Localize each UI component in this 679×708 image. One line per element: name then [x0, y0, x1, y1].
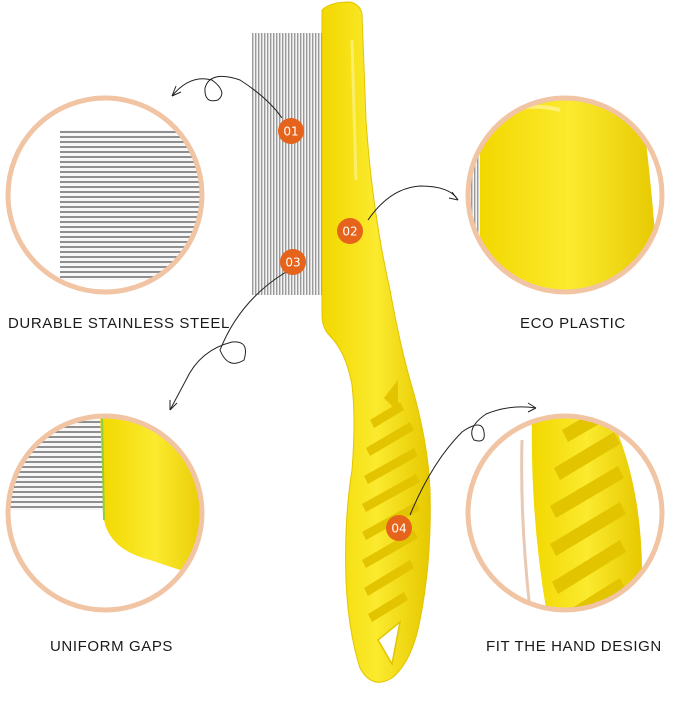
- hanging-hole-bottom: [377, 620, 402, 667]
- detail-circle-grip: [465, 413, 665, 613]
- badge-01: 01: [278, 118, 304, 144]
- badge-03: 03: [280, 249, 306, 275]
- detail-circle-steel: [5, 95, 205, 295]
- detail-circle-gaps: [5, 413, 205, 613]
- hanging-hole: [384, 380, 398, 412]
- comb-product: [252, 1, 431, 683]
- badge-02-label: 02: [342, 225, 357, 239]
- caption-durable-stainless-steel: DURABLE STAINLESS STEEL: [8, 315, 230, 332]
- badge-02: 02: [337, 218, 363, 244]
- badge-04-label: 04: [391, 522, 406, 536]
- caption-eco-plastic: ECO PLASTIC: [520, 315, 626, 332]
- badge-03-label: 03: [285, 256, 300, 270]
- connector-arrows: [169, 75, 537, 516]
- arrow-02: [367, 185, 459, 221]
- caption-fit-the-hand-design: FIT THE HAND DESIGN: [486, 638, 662, 655]
- caption-uniform-gaps: UNIFORM GAPS: [50, 638, 174, 655]
- arrow-01: [171, 75, 283, 119]
- badge-01-label: 01: [283, 125, 298, 139]
- comb-handle: [321, 1, 431, 683]
- arrow-04: [409, 406, 537, 516]
- detail-circle-plastic: [465, 95, 665, 295]
- arrow-03: [169, 271, 287, 411]
- badge-04: 04: [386, 515, 412, 541]
